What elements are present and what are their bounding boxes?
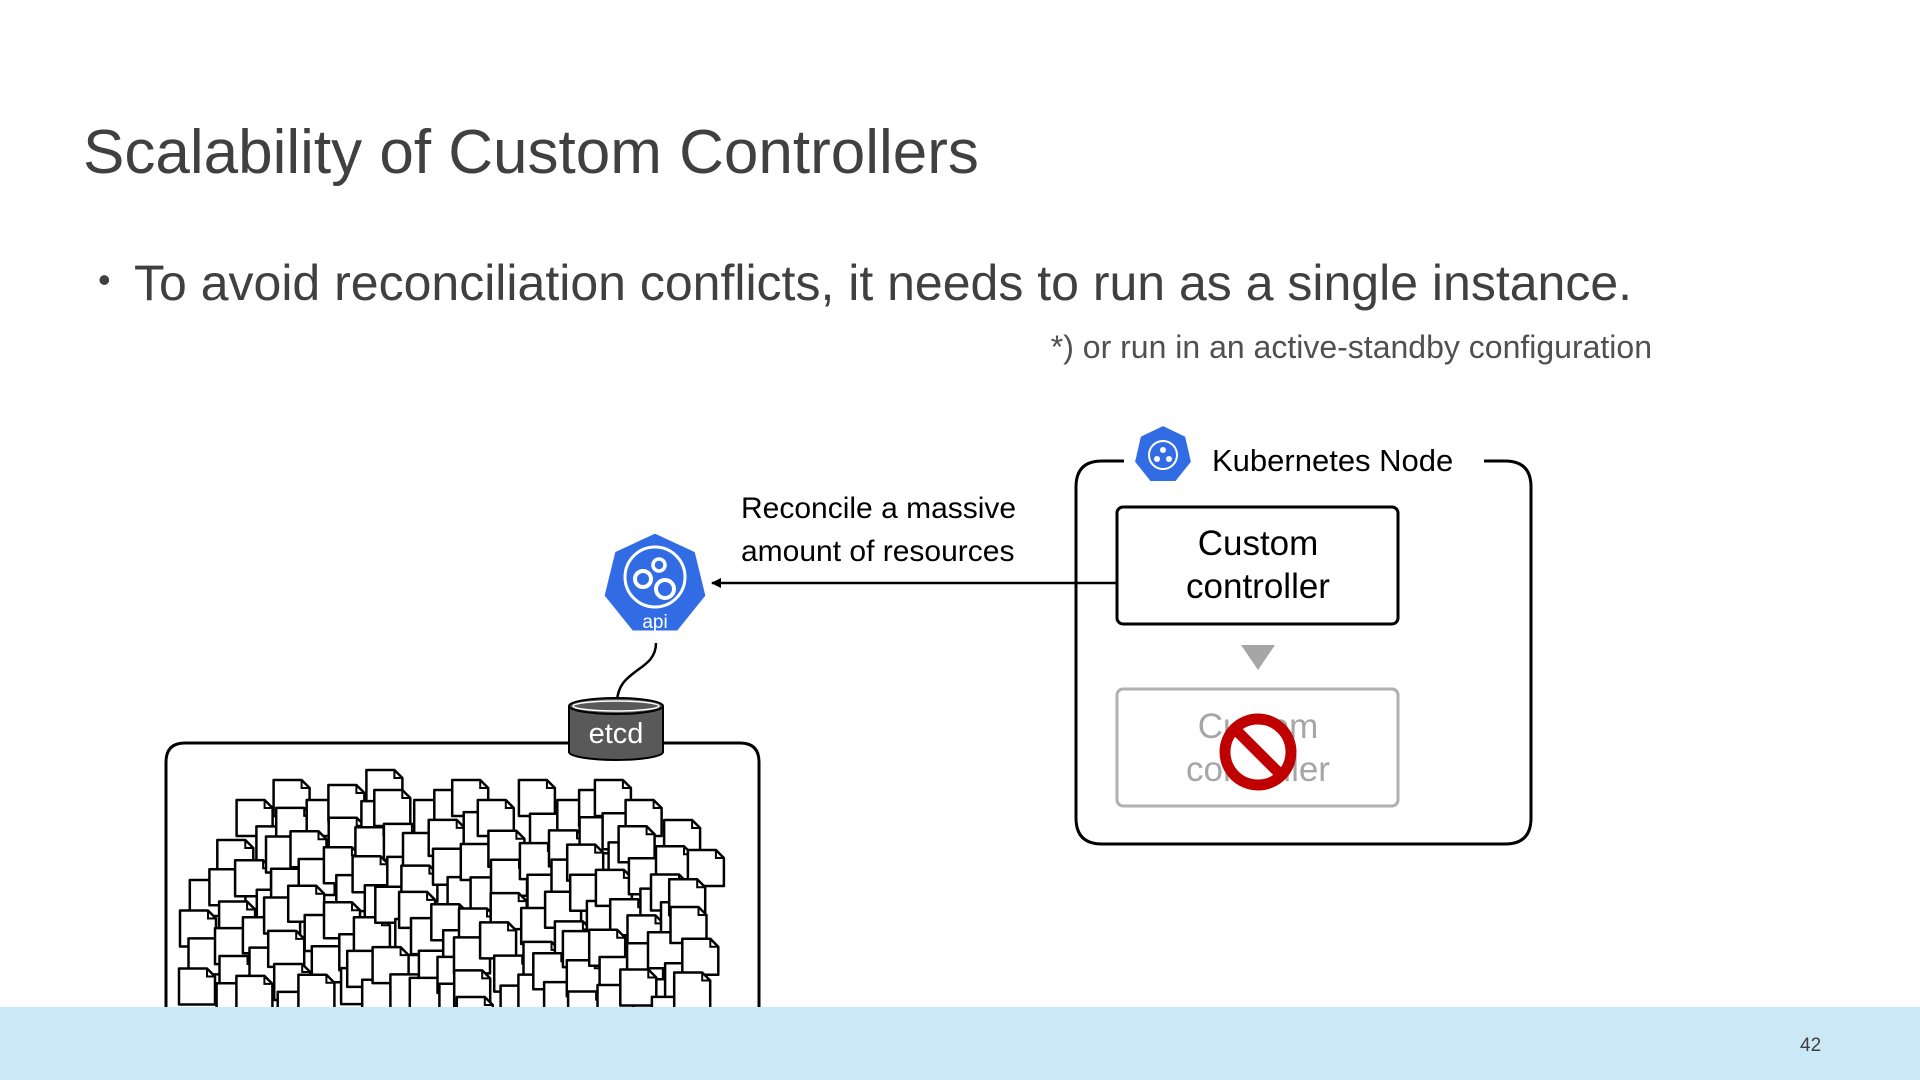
prohibited-icon bbox=[1219, 713, 1297, 791]
api-etcd-connector bbox=[615, 642, 658, 703]
resource-document-icon bbox=[327, 783, 366, 823]
page-number: 42 bbox=[1800, 1035, 1822, 1056]
custom-controller-active-line1: Custom bbox=[1198, 524, 1319, 563]
footer-bar bbox=[0, 1007, 1920, 1080]
etcd-label: etcd bbox=[589, 718, 644, 750]
resource-document-icon bbox=[373, 788, 412, 828]
resource-document-icon bbox=[478, 921, 518, 960]
down-triangle-icon bbox=[1241, 645, 1275, 670]
arrow-label-line2: amount of resources bbox=[741, 535, 1014, 568]
resource-document-icon bbox=[672, 971, 712, 1010]
kubernetes-node-frame bbox=[1074, 459, 1533, 846]
api-label: api bbox=[642, 612, 667, 633]
resource-document-icon bbox=[681, 937, 720, 977]
resource-document-icon bbox=[517, 778, 557, 818]
kubernetes-node-label: Kubernetes Node bbox=[1212, 443, 1453, 478]
resource-document-icon bbox=[177, 967, 217, 1006]
resource-store-frame bbox=[164, 741, 761, 1007]
bullet-text: To avoid reconciliation conflicts, it ne… bbox=[134, 255, 1633, 311]
footnote: *) or run in an active-standby configura… bbox=[1050, 329, 1652, 365]
resource-documents bbox=[177, 768, 726, 1035]
custom-controller-active bbox=[1115, 505, 1400, 626]
bullet-marker: • bbox=[98, 259, 111, 300]
arrow-label-line1: Reconcile a massive bbox=[741, 492, 1016, 525]
resource-document-icon bbox=[266, 929, 306, 969]
resource-document-icon bbox=[297, 973, 336, 1013]
slide-title: Scalability of Custom Controllers bbox=[83, 118, 979, 187]
etcd-database-icon bbox=[568, 697, 664, 761]
custom-controller-active-line2: controller bbox=[1186, 567, 1330, 606]
api-server-icon bbox=[601, 530, 709, 634]
kubernetes-node-icon bbox=[1132, 423, 1194, 483]
resource-document-icon bbox=[617, 824, 656, 864]
